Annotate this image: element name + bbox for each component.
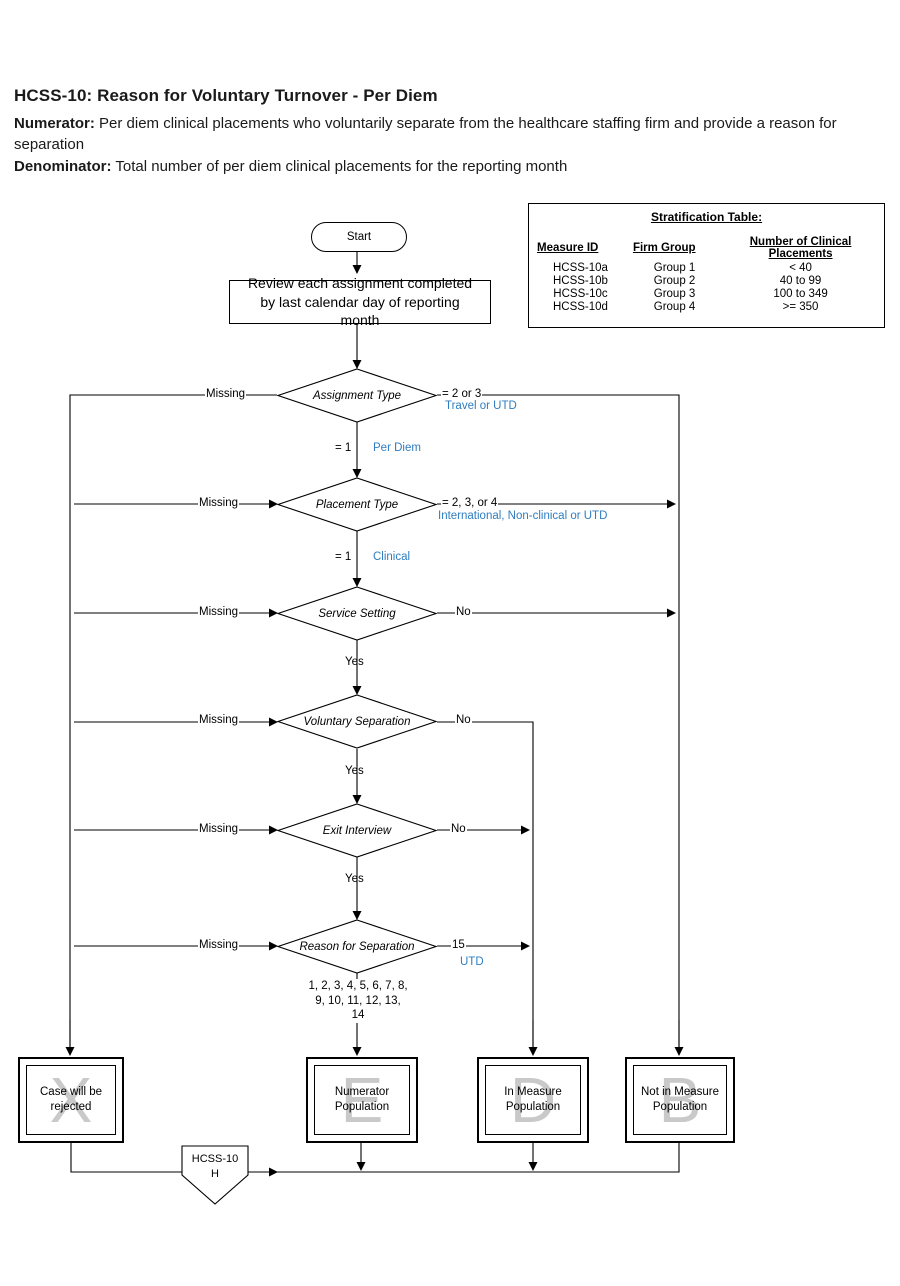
cell-measure-id: HCSS-10c [553,287,608,300]
decision-label: Voluntary Separation [303,715,411,728]
denominator-label: Denominator: [14,157,112,175]
cell-measure-id: HCSS-10b [552,274,608,287]
cell-firm-group: Group 3 [653,287,696,300]
decision-label: Service Setting [318,607,396,620]
watermark-letter: X [49,1065,93,1135]
col-firm-group: Firm Group [632,242,696,254]
edge-label-missing: Missing [198,823,239,835]
edge-label-reason-down-codes: 1, 2, 3, 4, 5, 6, 7, 8, 9, 10, 11, 12, 1… [307,979,409,1024]
denominator-line: Denominator: Total number of per diem cl… [14,156,890,177]
page-title: HCSS-10: Reason for Voluntary Turnover -… [14,86,438,105]
terminal-numerator-population: E Numerator Population [306,1057,418,1143]
decision-reason-for-separation: Reason for Separation [277,919,437,974]
edge-label-placement-right-code: = 2, 3, or 4 [441,497,499,509]
col-measure-id: Measure ID [537,242,599,254]
edge-label-assignment-down-code: = 1 [335,442,352,454]
terminal-inner: D In Measure Population [485,1065,581,1135]
decision-label: Reason for Separation [299,940,415,953]
terminal-inner: E Numerator Population [314,1065,410,1135]
table-row: HCSS-10b Group 2 40 to 99 [529,274,884,287]
stratification-table: Stratification Table: Measure ID Firm Gr… [528,203,885,328]
stratification-grid: Measure ID Firm Group Number of Clinical… [529,235,884,313]
connector-line-1: HCSS-10 [191,1153,239,1165]
start-node: Start [311,222,407,252]
decision-service-setting: Service Setting [277,586,437,641]
edge-label-reason-right-code: 15 [451,939,466,951]
stratification-title: Stratification Table: [650,210,763,224]
watermark-letter: B [658,1065,702,1135]
watermark-letter: E [340,1065,384,1135]
table-row: HCSS-10c Group 3 100 to 349 [529,287,884,300]
edge-label-exit-down: Yes [345,873,364,885]
terminal-label: Case will be rejected [40,1086,102,1113]
table-row: HCSS-10d Group 4 >= 350 [529,300,884,313]
decision-label: Exit Interview [322,824,392,837]
decision-label: Placement Type [315,498,399,511]
review-label: Review each assignment completed by last… [247,274,473,329]
denominator-text: Total number of per diem clinical placem… [111,157,568,175]
connector-line-2: H [211,1167,219,1180]
edge-label-missing: Missing [198,606,239,618]
cell-firm-group: Group 2 [653,274,696,287]
terminal-not-in-measure-population: B Not in Measure Population [625,1057,735,1143]
terminal-case-rejected: X Case will be rejected [18,1057,124,1143]
edge-label-voluntary-right: No [455,714,472,726]
terminal-label: Not in Measure Population [641,1086,719,1113]
numerator-line: Numerator: Per diem clinical placements … [14,113,890,156]
decision-label: Assignment Type [313,389,401,402]
edge-label-missing: Missing [198,939,239,951]
cell-firm-group: Group 4 [653,300,696,313]
edge-label-placement-down-code: = 1 [335,551,352,563]
edge-label-missing: Missing [205,388,246,400]
measure-header: HCSS-10: Reason for Voluntary Turnover -… [14,84,890,177]
cell-placements: 40 to 99 [779,274,822,287]
decision-placement-type: Placement Type [277,477,437,532]
col-clinical-placements: Number of Clinical Placements [749,236,852,260]
numerator-text: Per diem clinical placements who volunta… [14,115,837,154]
edge-label-placement-right-desc: International, Non-clinical or UTD [438,510,608,522]
terminal-inner: B Not in Measure Population [633,1065,727,1135]
cell-firm-group: Group 1 [653,261,696,274]
edge-label-reason-right-desc: UTD [460,956,484,968]
edge-label-exit-right: No [450,823,467,835]
cell-placements: >= 350 [782,300,819,313]
terminal-inner: X Case will be rejected [26,1065,116,1135]
edge-label-voluntary-down: Yes [345,765,364,777]
cell-placements: < 40 [789,261,812,274]
offpage-connector-hcss-10-h: HCSS-10 H [181,1145,249,1205]
edge-label-missing: Missing [198,497,239,509]
decision-exit-interview: Exit Interview [277,803,437,858]
edge-label-placement-down-desc: Clinical [373,551,411,563]
edge-label-assignment-down-desc: Per Diem [373,442,421,454]
terminal-label: In Measure Population [504,1086,562,1113]
start-label: Start [346,231,372,243]
table-row: HCSS-10a Group 1 < 40 [529,261,884,274]
watermark-letter: D [509,1065,557,1135]
connector-text: HCSS-10 H [181,1152,249,1182]
edge-label-service-right: No [455,606,472,618]
edge-label-assignment-right-code: = 2 or 3 [441,388,483,400]
decision-voluntary-separation: Voluntary Separation [277,694,437,749]
edge-label-assignment-right-desc: Travel or UTD [445,400,517,412]
terminal-label: Numerator Population [334,1086,390,1113]
terminal-in-measure-population: D In Measure Population [477,1057,589,1143]
cell-placements: 100 to 349 [773,287,828,300]
edge-label-service-down: Yes [345,656,364,668]
review-assignment-step: Review each assignment completed by last… [229,275,491,328]
numerator-label: Numerator: [14,115,95,133]
decision-assignment-type: Assignment Type [277,368,437,423]
cell-measure-id: HCSS-10d [552,300,608,313]
edge-label-missing: Missing [198,714,239,726]
table-header-row: Measure ID Firm Group Number of Clinical… [529,235,884,261]
cell-measure-id: HCSS-10a [552,261,608,274]
